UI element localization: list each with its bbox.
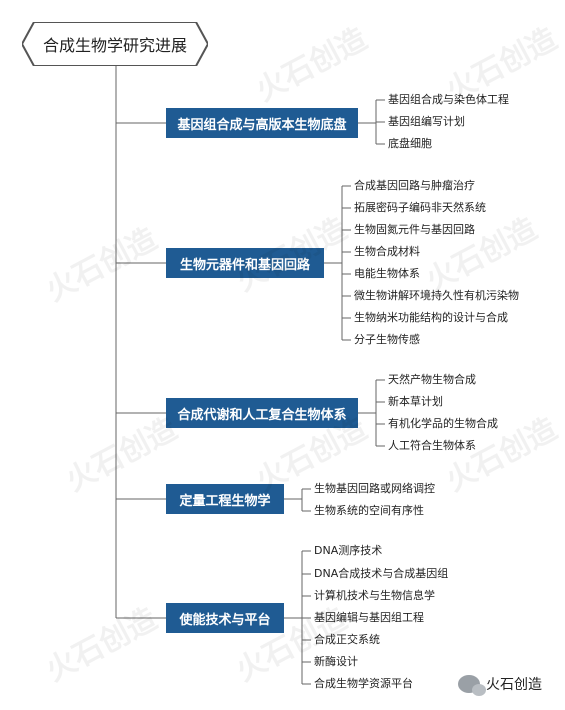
- leaf-item: 基因组合成与染色体工程: [388, 93, 509, 106]
- leaf-item: 天然产物生物合成: [388, 373, 476, 386]
- leaf-item: 基因编辑与基因组工程: [314, 611, 424, 624]
- leaf-item: 人工符合生物体系: [388, 439, 476, 452]
- leaf-item: 有机化学品的生物合成: [388, 417, 498, 430]
- leaf-item: 计算机技术与生物信息学: [314, 589, 435, 602]
- leaf-item: 新酶设计: [314, 655, 358, 668]
- leaf-item: 分子生物传感: [354, 333, 420, 346]
- leaf-item: 微生物讲解环境持久性有机污染物: [354, 289, 519, 302]
- branch-node: 定量工程生物学: [166, 484, 284, 514]
- leaf-item: 生物合成材料: [354, 245, 420, 258]
- leaf-item: 生物纳米功能结构的设计与合成: [354, 311, 508, 324]
- root-title: 合成生物学研究进展: [42, 36, 187, 55]
- root-hexagon-shape: [22, 22, 208, 66]
- branch-node: 合成代谢和人工复合生物体系: [166, 398, 358, 428]
- branch-node: 生物元器件和基因回路: [166, 248, 324, 278]
- footer-logo: 火石创造: [458, 674, 542, 696]
- leaf-item: DNA测序技术: [314, 544, 383, 557]
- leaf-item: 基因组编写计划: [388, 115, 465, 128]
- leaf-item: 新本草计划: [388, 395, 443, 408]
- wechat-icon: [458, 675, 486, 696]
- leaf-item: 生物基因回路或网络调控: [314, 482, 435, 495]
- leaf-item: DNA合成技术与合成基因组: [314, 567, 449, 580]
- leaf-item: 生物固氮元件与基因回路: [354, 223, 475, 236]
- branch-node: 使能技术与平台: [166, 603, 284, 633]
- leaf-item: 拓展密码子编码非天然系统: [354, 201, 486, 214]
- footer-logo-text: 火石创造: [486, 677, 542, 693]
- leaf-item: 电能生物体系: [354, 267, 420, 280]
- leaf-item: 合成生物学资源平台: [314, 677, 413, 690]
- leaf-item: 合成正交系统: [314, 633, 380, 646]
- leaf-item: 生物系统的空间有序性: [314, 504, 424, 517]
- leaf-item: 底盘细胞: [388, 137, 432, 150]
- leaf-item: 合成基因回路与肿瘤治疗: [354, 179, 475, 192]
- branch-node: 基因组合成与高版本生物底盘: [166, 108, 358, 138]
- root-node: 合成生物学研究进展: [22, 22, 208, 66]
